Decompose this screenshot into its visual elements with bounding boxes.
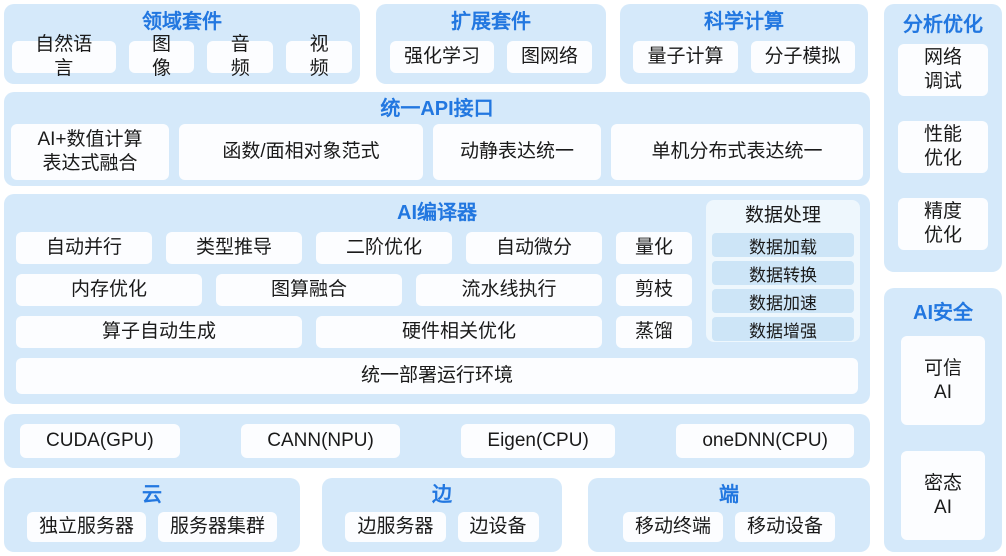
analysis-optimization-panel: 分析优化 网络 调试 性能 优化 精度 优化 — [884, 4, 1002, 272]
unified-api-item: 单机分布式表达统一 — [611, 124, 863, 180]
science-computing-panel: 科学计算 量子计算 分子模拟 — [620, 4, 868, 84]
security-item: 可信 AI — [901, 336, 985, 425]
hardware-backend-item: CANN(NPU) — [241, 424, 400, 458]
ai-compiler-panel: AI编译器 自动并行 类型推导 二阶优化 自动微分 内存优化 图算融合 流水线执… — [4, 194, 870, 404]
compiler-feature: 算子自动生成 — [16, 316, 302, 348]
compiler-feature: 二阶优化 — [316, 232, 452, 264]
compiler-feature: 自动微分 — [466, 232, 602, 264]
unified-api-item: AI+数值计算 表达式融合 — [11, 124, 169, 180]
hardware-backend-item: Eigen(CPU) — [461, 424, 615, 458]
cloud-item: 服务器集群 — [158, 512, 278, 542]
ai-compiler-body: 自动并行 类型推导 二阶优化 自动微分 内存优化 图算融合 流水线执行 算子自动… — [16, 232, 858, 348]
cloud-panel: 云 独立服务器 服务器集群 — [4, 478, 300, 552]
analysis-item: 网络 调试 — [898, 44, 988, 96]
domain-suite-item: 自然语言 — [12, 34, 116, 79]
data-processing-item: 数据增强 — [712, 317, 854, 341]
analysis-optimization-title: 分析优化 — [903, 14, 983, 36]
cloud-item: 独立服务器 — [26, 512, 146, 542]
ai-compiler-row: 自动并行 类型推导 二阶优化 自动微分 — [16, 232, 602, 264]
unified-api-items: AI+数值计算 表达式融合 函数/面相对象范式 动静表达统一 单机分布式表达统一 — [11, 124, 863, 180]
unified-api-item: 动静表达统一 — [433, 124, 601, 180]
compression-feature: 量化 — [616, 232, 692, 264]
edge-items: 边服务器 边设备 — [330, 512, 554, 542]
unified-api-title: 统一API接口 — [380, 98, 494, 120]
hardware-backend-panel: CUDA(GPU) CANN(NPU) Eigen(CPU) oneDNN(CP… — [4, 414, 870, 468]
device-title: 端 — [719, 484, 739, 506]
device-item: 移动设备 — [735, 512, 836, 542]
device-panel: 端 移动终端 移动设备 — [588, 478, 870, 552]
compiler-feature: 硬件相关优化 — [316, 316, 602, 348]
compiler-feature: 类型推导 — [166, 232, 302, 264]
ai-security-panel: AI安全 可信 AI 密态 AI — [884, 288, 1002, 552]
ai-compiler-grid: 自动并行 类型推导 二阶优化 自动微分 内存优化 图算融合 流水线执行 算子自动… — [16, 232, 602, 348]
ai-security-title: AI安全 — [913, 302, 973, 324]
hardware-backend-item: oneDNN(CPU) — [676, 424, 854, 458]
data-processing-title: 数据处理 — [744, 205, 821, 226]
ai-compiler-title: AI编译器 — [397, 202, 477, 224]
cloud-items: 独立服务器 服务器集群 — [12, 512, 292, 542]
extension-suite-items: 强化学习 图网络 — [384, 41, 598, 73]
science-computing-title: 科学计算 — [704, 11, 784, 33]
compression-feature: 剪枝 — [616, 274, 692, 306]
compiler-feature: 图算融合 — [216, 274, 402, 306]
compression-feature: 蒸馏 — [616, 316, 692, 348]
domain-suite-items: 自然语言 图像 音频 视频 — [12, 34, 352, 79]
compiler-feature: 流水线执行 — [416, 274, 602, 306]
ai-compiler-row: 内存优化 图算融合 流水线执行 — [16, 274, 602, 306]
security-item: 密态 AI — [901, 451, 985, 540]
analysis-item: 性能 优化 — [898, 121, 988, 173]
compiler-feature: 自动并行 — [16, 232, 152, 264]
compiler-feature: 内存优化 — [16, 274, 202, 306]
hardware-backend-item: CUDA(GPU) — [20, 424, 180, 458]
edge-panel: 边 边服务器 边设备 — [322, 478, 562, 552]
edge-title: 边 — [432, 484, 452, 506]
data-processing-subpanel: 数据处理 数据加载 数据转换 数据加速 数据增强 — [706, 200, 860, 342]
science-computing-item: 分子模拟 — [750, 41, 855, 73]
unified-api-item: 函数/面相对象范式 — [179, 124, 423, 180]
extension-suite-item: 图网络 — [507, 41, 593, 73]
domain-suite-item: 视频 — [286, 34, 352, 79]
data-processing-item: 数据加载 — [712, 233, 854, 257]
domain-suite-item: 音频 — [207, 34, 274, 79]
edge-item: 边服务器 — [345, 512, 446, 542]
ai-compiler-row: 算子自动生成 硬件相关优化 — [16, 316, 602, 348]
cloud-title: 云 — [142, 484, 162, 506]
unified-runtime-box: 统一部署运行环境 — [16, 358, 858, 394]
device-items: 移动终端 移动设备 — [596, 512, 862, 542]
science-computing-items: 量子计算 分子模拟 — [628, 41, 860, 73]
analysis-item: 精度 优化 — [898, 198, 988, 250]
extension-suite-title: 扩展套件 — [451, 11, 531, 33]
domain-suite-title: 领域套件 — [142, 11, 222, 33]
domain-suite-panel: 领域套件 自然语言 图像 音频 视频 — [4, 4, 360, 84]
domain-suite-item: 图像 — [128, 34, 195, 79]
edge-item: 边设备 — [457, 512, 539, 542]
science-computing-item: 量子计算 — [633, 41, 738, 73]
device-item: 移动终端 — [622, 512, 723, 542]
unified-api-panel: 统一API接口 AI+数值计算 表达式融合 函数/面相对象范式 动静表达统一 单… — [4, 92, 870, 186]
data-processing-item: 数据转换 — [712, 261, 854, 285]
data-processing-item: 数据加速 — [712, 289, 854, 313]
model-compression-column: 量化 剪枝 蒸馏 — [616, 232, 692, 348]
extension-suite-item: 强化学习 — [389, 41, 494, 73]
extension-suite-panel: 扩展套件 强化学习 图网络 — [376, 4, 606, 84]
